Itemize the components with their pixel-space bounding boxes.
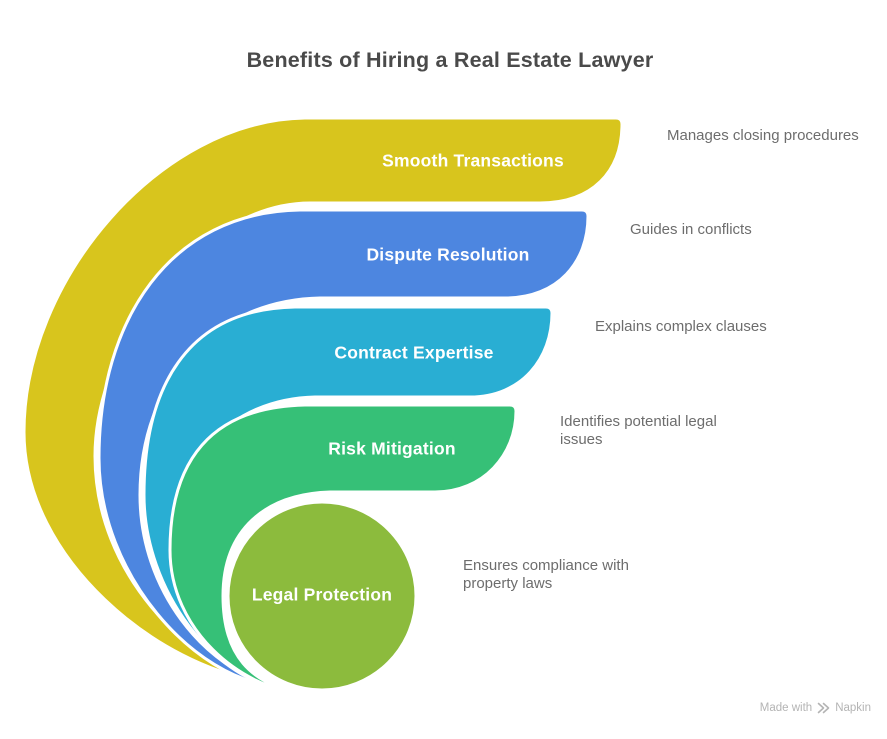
napkin-brand-label: Napkin: [835, 702, 871, 714]
band-risk-mitigation-shape: [168, 403, 518, 696]
annotation-contract-expertise: Explains complex clauses: [595, 318, 767, 335]
band-label-smooth-transactions: Smooth Transactions: [382, 150, 564, 171]
made-with-label: Made with: [759, 702, 813, 714]
annotation-smooth-transactions: Manages closing procedures: [667, 127, 859, 144]
annotation-legal-protection: Ensures compliance with property laws: [463, 557, 629, 592]
band-label-dispute-resolution: Dispute Resolution: [366, 244, 530, 265]
band-label-risk-mitigation: Risk Mitigation: [328, 438, 456, 459]
napkin-logo-icon: [817, 702, 830, 714]
made-with-napkin-link[interactable]: Made with Napkin: [760, 702, 871, 714]
annotation-dispute-resolution: Guides in conflicts: [630, 221, 752, 238]
band-dispute-resolution-shape: [97, 208, 590, 688]
center-label-legal-protection: Legal Protection: [251, 584, 393, 605]
page-title: Benefits of Hiring a Real Estate Lawyer: [246, 48, 654, 72]
band-label-contract-expertise: Contract Expertise: [334, 342, 494, 363]
center-legal-protection-shape: [226, 500, 418, 692]
annotation-risk-mitigation: Identifies potential legal issues: [560, 413, 717, 448]
